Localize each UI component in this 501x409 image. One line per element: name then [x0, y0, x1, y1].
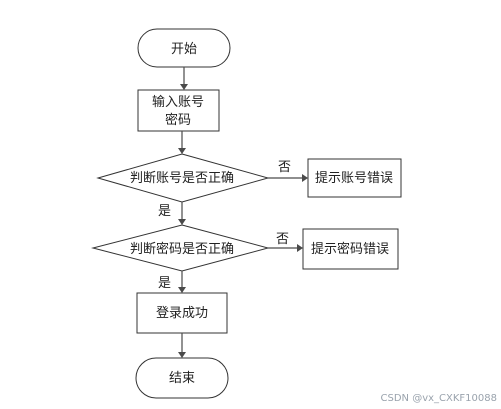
input-process-box: [137, 89, 220, 132]
check-password-label: 判断密码是否正确: [130, 241, 234, 257]
account-yes-label: 是: [158, 204, 171, 219]
password-yes-label: 是: [158, 276, 171, 291]
start-label: 开始: [171, 42, 197, 57]
login-success-label: 登录成功: [156, 306, 208, 321]
password-error-label: 提示密码错误: [311, 241, 389, 257]
arrowhead: [178, 148, 186, 154]
arrowhead: [178, 352, 186, 358]
input-label-line1: 输入账号: [152, 94, 204, 110]
watermark: CSDN @vx_CXKF10088: [381, 393, 497, 404]
arrowhead: [180, 84, 188, 90]
password-error-box: [302, 228, 399, 270]
account-error-box: [307, 158, 402, 198]
end-label: 结束: [169, 371, 195, 386]
arrowhead: [297, 244, 303, 252]
arrowhead: [302, 174, 308, 182]
arrowhead: [178, 219, 186, 225]
password-no-label: 否: [276, 232, 289, 247]
account-error-label: 提示账号错误: [315, 170, 393, 186]
end-terminator: [135, 357, 229, 399]
account-no-label: 否: [278, 160, 291, 175]
check-account-label: 判断账号是否正确: [130, 171, 234, 186]
arrowhead: [178, 287, 186, 293]
input-label-line2: 密码: [165, 112, 191, 128]
